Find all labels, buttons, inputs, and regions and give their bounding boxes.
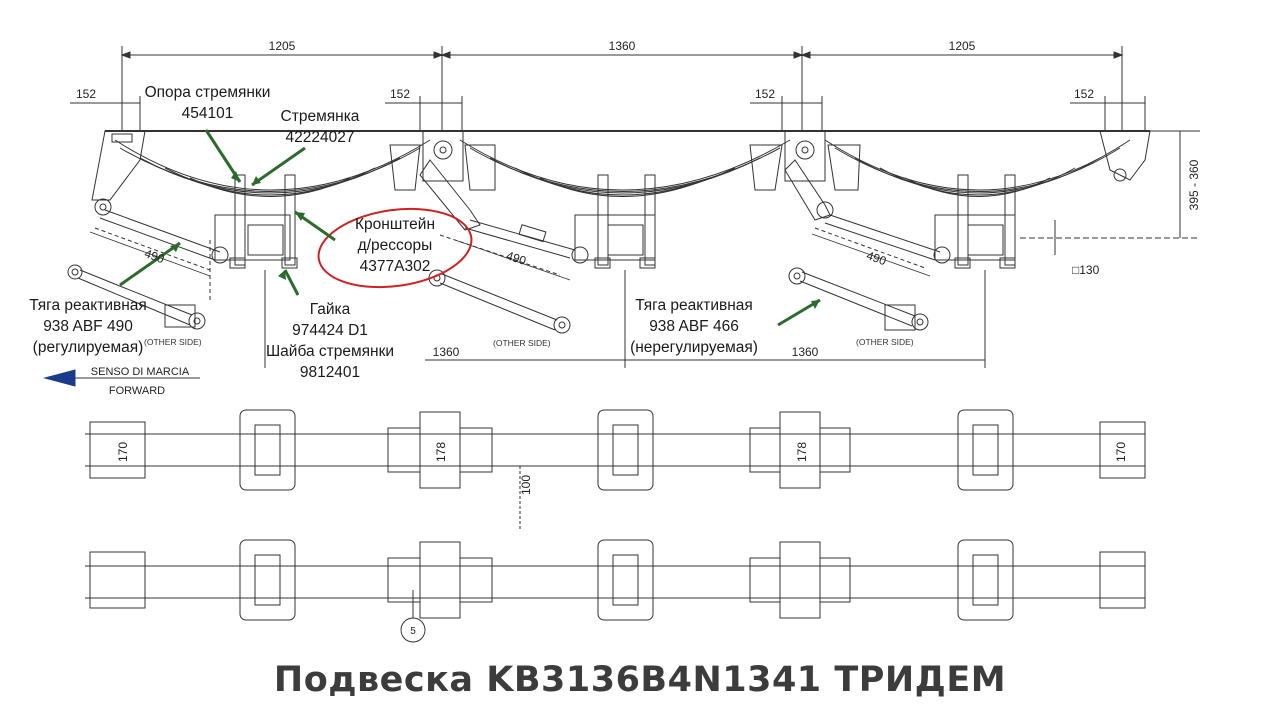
callout-number: 5	[410, 626, 416, 637]
dim-bracket-width-1: 178	[434, 442, 448, 462]
front-hanger	[91, 130, 146, 216]
leaf-spring-1	[114, 139, 431, 197]
plan-view-top	[85, 409, 1146, 530]
forward-arrow-icon	[43, 369, 200, 387]
callout-circle	[400, 617, 426, 643]
equalizer-2	[749, 130, 861, 221]
leaf-spring-2	[459, 139, 791, 197]
label-nut-washer: Гайка 974424 D1 Шайба стремянки 9812401	[265, 301, 395, 381]
other-side-label-3: (OTHER SIDE)	[856, 337, 914, 347]
other-side-label-1: (OTHER SIDE)	[144, 337, 202, 347]
other-side-label-2: (OTHER SIDE)	[493, 338, 551, 348]
label-stirrup: Стремянка 42224027	[280, 108, 360, 146]
leaf-spring-3	[824, 139, 1131, 197]
dim-axle-spacing-right: 1360	[792, 345, 819, 359]
dim-bracket-width-2: 178	[795, 442, 809, 462]
dim-offset-2: 152	[390, 87, 410, 101]
dim-rod-1: 490	[143, 246, 167, 266]
dim-offset-4: 152	[1074, 87, 1094, 101]
label-stirrup-support: Опора стремянки 454101	[144, 84, 271, 122]
dim-axle-spacing-left: 1360	[433, 345, 460, 359]
other-side-rod-1	[67, 240, 211, 330]
dim-offset-3: 152	[755, 87, 775, 101]
axle-seat-1	[211, 174, 298, 269]
dim-span-mid: 1360	[609, 39, 636, 53]
height-dimension	[1020, 130, 1200, 255]
dim-square: □130	[1072, 263, 1100, 277]
label-reaction-rod-fixed: Тяга реактивная 938 ABF 466 (нерегулируе…	[630, 297, 758, 356]
dim-span-left: 1205	[269, 39, 296, 53]
dim-hanger-width-right: 170	[1114, 442, 1128, 462]
label-reaction-rod-adjustable: Тяга реактивная 938 ABF 490 (регулируема…	[29, 297, 147, 356]
axle-spacing-dims	[264, 270, 986, 368]
page-title: Подвеска KB3136B4N1341 ТРИДЕМ	[273, 660, 1007, 700]
reaction-rod-1	[94, 209, 221, 271]
reaction-rod-3	[814, 214, 941, 269]
plan-view-bottom	[85, 539, 1146, 643]
direction-line2: FORWARD	[109, 385, 165, 397]
rod-dims	[89, 231, 931, 281]
other-side-rod-2	[428, 269, 571, 334]
axle-seat-3	[933, 174, 1016, 269]
dim-span-right: 1205	[949, 39, 976, 53]
dim-hanger-width-left: 170	[116, 442, 130, 462]
dim-rod-2: 490	[505, 248, 529, 268]
highlight-circle	[317, 207, 473, 289]
direction-line1: SENSO DI MARCIA	[91, 366, 190, 378]
dim-rod-3: 490	[865, 248, 889, 268]
axle-seat-2	[571, 174, 656, 269]
rear-hanger	[1099, 130, 1151, 182]
dim-offset-100: 100	[519, 475, 533, 495]
hanger-offset-dims	[70, 96, 1146, 130]
arrow-heads	[170, 171, 820, 309]
dim-offset-1: 152	[76, 87, 96, 101]
top-dimension-line	[120, 46, 1124, 130]
equalizer-1	[389, 130, 496, 231]
other-side-rod-3	[788, 267, 929, 331]
reaction-rod-2	[439, 219, 576, 276]
label-spring-bracket: Кронштейн д/рессоры 4377A302	[354, 216, 436, 275]
dim-height: 395 - 360	[1187, 159, 1201, 210]
